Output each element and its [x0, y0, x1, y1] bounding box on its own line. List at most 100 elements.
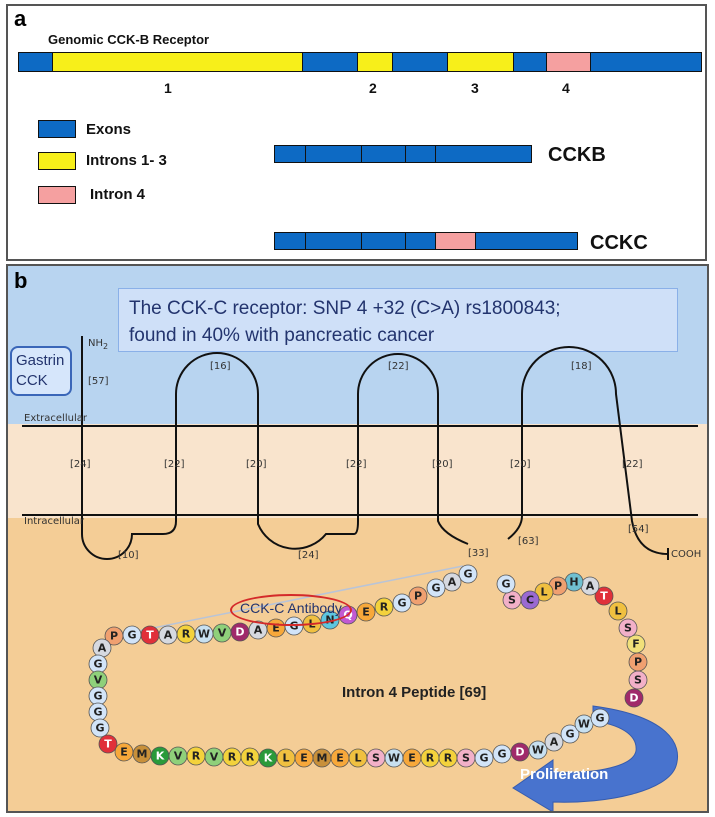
peptide-residue-label: A [448, 576, 457, 589]
peptide-bead [374, 597, 394, 617]
peptide-bead [608, 601, 628, 621]
legend-label-intron-4: Intron 4 [90, 186, 145, 203]
peptide-residue-label: L [354, 752, 361, 765]
peptide-residue-label: P [554, 580, 562, 593]
peptide-bead [590, 708, 610, 728]
peptide-residue-label: F [632, 638, 640, 651]
peptide-residue-label: A [98, 642, 107, 655]
antibody-label: CCK-C Antibody [240, 600, 342, 616]
peptide-residue-label: P [414, 590, 422, 603]
exon-segment [275, 233, 305, 249]
peptide-bead [458, 564, 478, 584]
exon-segment [513, 53, 546, 71]
peptide-residue-label: A [586, 580, 595, 593]
peptide-residue-label: S [508, 594, 516, 607]
peptide-residue-label: K [264, 752, 273, 765]
antibody-ellipse [230, 594, 352, 626]
peptide-bead [560, 724, 580, 744]
peptide-residue-label: R [444, 752, 453, 765]
intron-3-segment [447, 53, 513, 71]
genomic-bar [18, 52, 702, 72]
intron-1-segment [52, 53, 302, 71]
cckb-label: CCKB [548, 144, 606, 166]
peptide-residue-label: S [462, 752, 470, 765]
cooh-label: COOH [671, 549, 701, 560]
legend-swatch-introns [38, 152, 76, 170]
ligand-box: Gastrin CCK [10, 346, 72, 396]
legend-label-exons: Exons [86, 121, 132, 138]
peptide-residue-label: E [120, 746, 128, 759]
peptide-residue-label: E [408, 752, 416, 765]
peptide-residue-label: D [629, 692, 638, 705]
exon-segment [590, 53, 701, 71]
intron-2-segment [357, 53, 392, 71]
peptide-residue-label: E [272, 622, 280, 635]
peptide-bead [544, 732, 564, 752]
panel-a-letter: a [14, 6, 27, 31]
genomic-title: Genomic CCK-B Receptor [48, 32, 210, 47]
intracellular-loop-count: [24] [298, 550, 319, 561]
extracellular-loop-count: [18] [571, 361, 592, 372]
peptide-residue-label: G [431, 582, 440, 595]
peptide-residue-label: W [388, 752, 400, 765]
peptide-residue-label: P [110, 630, 118, 643]
peptide-residue-label: G [397, 597, 406, 610]
receptor-chain-c-terminal [507, 346, 669, 555]
peptide-bead [104, 626, 124, 646]
headline-box: The CCK-C receptor: SNP 4 +32 (C>A) rs18… [118, 288, 678, 352]
peptide-residue-label: E [300, 752, 308, 765]
tm-count: [20] [246, 459, 267, 470]
peptide-residue-label: V [174, 750, 183, 763]
headline-line-2: found in 40% with pancreatic cancer [129, 325, 435, 346]
peptide-residue-label: D [515, 746, 524, 759]
peptide-residue-label: R [182, 628, 191, 641]
cckb-transcript-bar [274, 145, 532, 163]
peptide-bead [618, 618, 638, 638]
peptide-residue-label: S [634, 674, 642, 687]
extracellular-loop-count: [22] [388, 361, 409, 372]
peptide-residue-label: W [578, 718, 590, 731]
peptide-residue-label: R [426, 752, 435, 765]
peptide-residue-label: T [104, 738, 112, 751]
peptide-residue-label: L [282, 752, 289, 765]
peptide-bead [624, 688, 644, 708]
extracellular-loop-count: [16] [210, 361, 231, 372]
peptide-residue-label: P [634, 656, 642, 669]
peptide-residue-label: V [218, 627, 227, 640]
peptide-residue-label: G [127, 629, 136, 642]
peptide-residue-label: G [463, 568, 472, 581]
peptide-residue-label: H [569, 576, 578, 589]
intron-4-segment [435, 233, 475, 249]
peptide-residue-label: W [532, 744, 544, 757]
peptide-residue-label: R [192, 750, 201, 763]
nh2-label: NH2 [88, 338, 108, 351]
exon-segment [275, 146, 305, 162]
tm-count: [22] [622, 459, 643, 470]
intracellular-label: Intracellular [24, 516, 85, 527]
peptide-residue-label: S [372, 752, 380, 765]
peptide-residue-label: W [198, 628, 210, 641]
exon-segment [19, 53, 52, 71]
legend-swatch-intron-4 [38, 186, 76, 204]
peptide-residue-label: K [156, 750, 165, 763]
peptide-bead [626, 634, 646, 654]
exon-segment [305, 233, 361, 249]
intracellular-loop-count: [10] [118, 550, 139, 561]
panel-b-letter: b [14, 268, 28, 293]
peptide-bead [98, 734, 118, 754]
panel-b: b The CCK-C receptor: SNP 4 +32 (C>A) rs… [6, 264, 709, 813]
peptide-residue-label: G [93, 706, 102, 719]
exon-segment [392, 53, 447, 71]
exon-segment [361, 146, 405, 162]
intracellular-loop-count: [63] [518, 536, 539, 547]
peptide-bead [496, 574, 516, 594]
exon-segment [302, 53, 357, 71]
segment-number: 4 [562, 80, 570, 96]
peptide-residue-label: M [137, 748, 148, 761]
receptor-chain [81, 336, 469, 560]
peptide-residue-label: M [317, 752, 328, 765]
peptide-residue-label: A [164, 629, 173, 642]
peptide-bead [426, 578, 446, 598]
peptide-residue-label: T [600, 590, 608, 603]
